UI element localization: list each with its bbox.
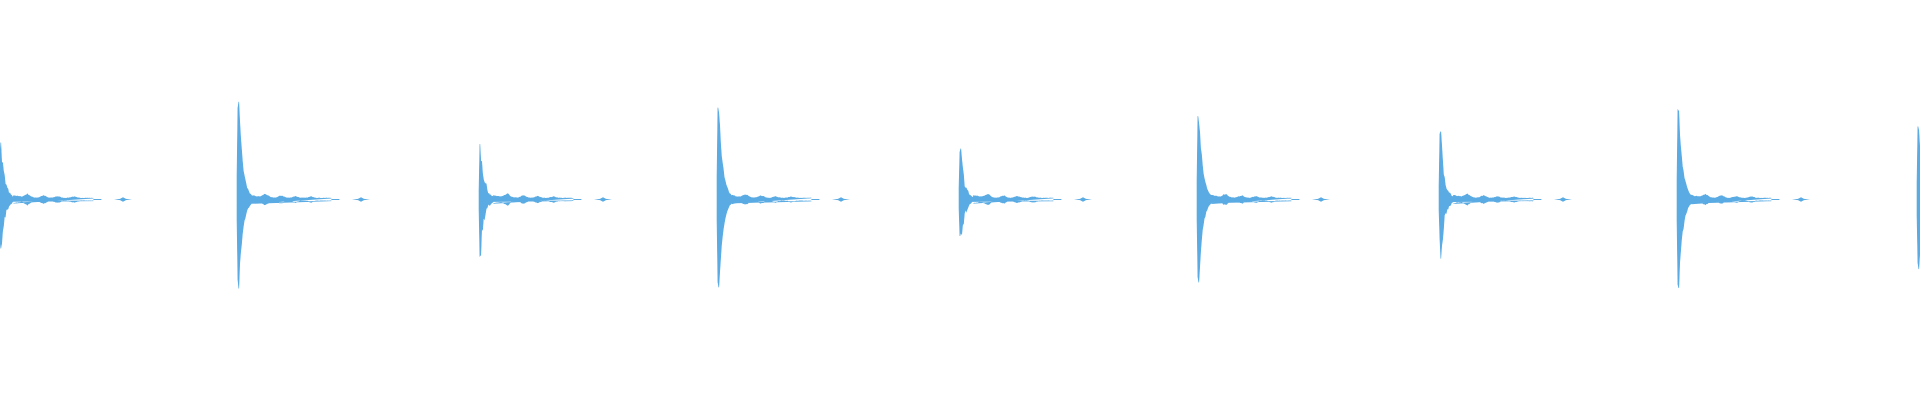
waveform-transient-7 <box>1438 131 1572 259</box>
waveform-transient-body <box>716 107 812 288</box>
waveform-transient-body <box>958 148 1054 237</box>
waveform-blip <box>832 197 850 202</box>
waveform-blip <box>594 197 612 202</box>
waveform-blip <box>1312 197 1330 202</box>
waveform-transient-body <box>1916 126 1920 270</box>
waveform-transient-6 <box>1196 116 1330 283</box>
waveform-transient-9 <box>1916 126 1920 270</box>
waveform-transient-8 <box>1676 108 1810 289</box>
waveform-blip <box>1792 197 1810 202</box>
waveform-transient-body <box>0 142 94 249</box>
waveform-transient-body <box>1196 116 1292 283</box>
waveform-transient-body <box>236 101 332 289</box>
waveform-blip <box>352 197 370 202</box>
waveform-transient-4 <box>716 107 850 288</box>
waveform-transient-5 <box>958 148 1092 237</box>
waveform-blip <box>1074 197 1092 202</box>
waveform-transient-3 <box>478 144 612 258</box>
waveform-transient-2 <box>236 101 370 289</box>
waveform-transient-1 <box>0 142 132 249</box>
waveform-transient-body <box>1438 131 1534 259</box>
waveform-blip <box>1554 197 1572 202</box>
waveform-transient-body <box>478 144 574 258</box>
waveform-transient-body <box>1676 108 1772 289</box>
waveform-blip <box>114 197 132 202</box>
